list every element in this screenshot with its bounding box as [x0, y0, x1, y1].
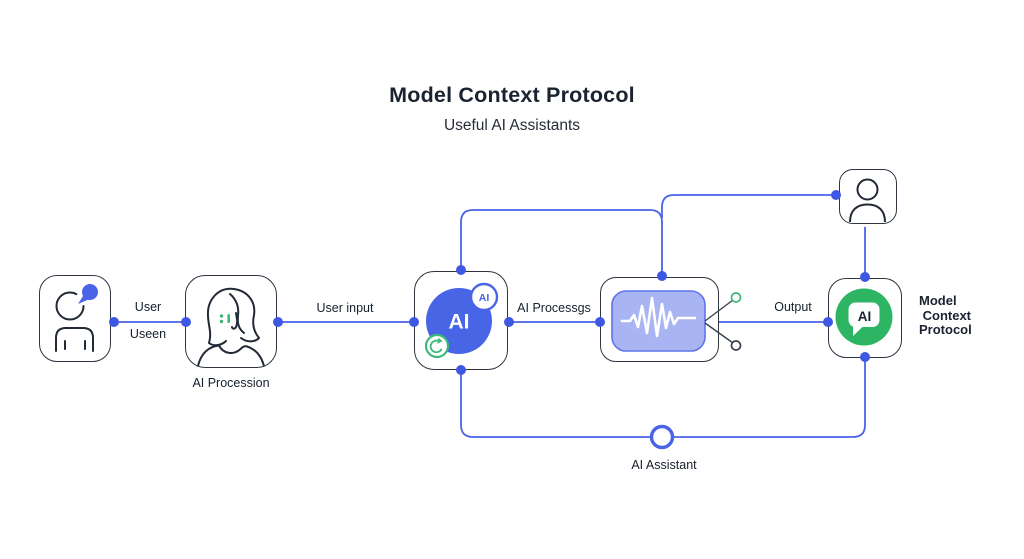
node-user	[39, 275, 111, 362]
ai-brain-icon: AI AI	[424, 282, 499, 359]
user-avatar-icon	[849, 178, 886, 222]
label-ai-processgs: AI Processgs	[517, 301, 591, 315]
waveform-icon	[611, 290, 706, 352]
edge-bottom-loop	[460, 357, 866, 438]
label-mcp-line1: Model	[919, 293, 957, 308]
label-ai-procession: AI Procession	[192, 376, 270, 390]
tap-node-green	[730, 292, 742, 303]
ai-chat-text: AI	[858, 309, 872, 324]
edge-top-left	[460, 209, 663, 277]
edge-top-right	[661, 194, 837, 218]
label-mcp-line2: Context	[919, 307, 971, 323]
page-title: Model Context Protocol	[389, 83, 635, 107]
refresh-icon	[429, 337, 443, 354]
node-avatar	[839, 169, 897, 224]
person-speaking-icon	[55, 284, 98, 352]
ai-core-text: AI	[449, 311, 470, 334]
tap-node-dark	[730, 340, 742, 351]
face-scan-icon	[197, 287, 265, 366]
label-ai-assistant: AI Assistant	[631, 458, 697, 472]
node-ai-core: AI AI	[414, 271, 508, 370]
node-processor	[600, 277, 719, 362]
label-useen: Useen	[129, 327, 167, 341]
ai-badge-text: AI	[479, 292, 490, 304]
node-ai-procession	[185, 275, 277, 368]
ai-assistant-node	[649, 424, 675, 450]
node-mcp: AI	[828, 278, 902, 358]
ai-chat-icon: AI	[835, 288, 893, 346]
page-subtitle: Useful AI Assistants	[443, 117, 581, 134]
label-mcp-line3: Protocol	[919, 322, 972, 337]
label-output: Output	[774, 300, 812, 314]
label-user-input: User input	[316, 301, 374, 315]
label-user: User	[134, 300, 162, 314]
